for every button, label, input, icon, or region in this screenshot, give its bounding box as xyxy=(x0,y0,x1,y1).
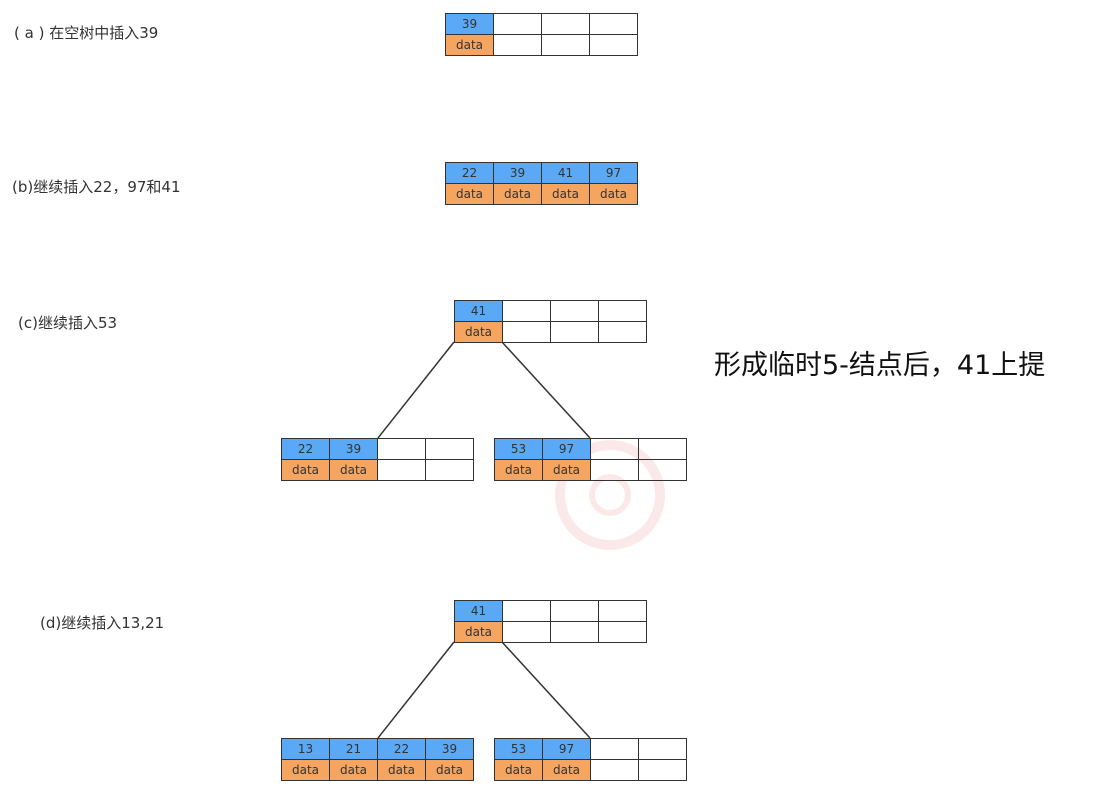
empty-key-cell xyxy=(377,438,426,460)
edge-d-right xyxy=(501,641,591,739)
caption-d: (d)继续插入13,21 xyxy=(40,614,165,632)
empty-data-cell xyxy=(598,621,647,643)
data-cell: data xyxy=(454,321,503,343)
key-cell: 53 xyxy=(494,438,543,460)
empty-data-cell xyxy=(638,759,687,781)
data-cell: data xyxy=(377,759,426,781)
key-cell: 53 xyxy=(494,738,543,760)
data-cell: data xyxy=(329,759,378,781)
data-cell: data xyxy=(281,459,330,481)
data-cell: data xyxy=(454,621,503,643)
data-cell: data xyxy=(493,183,542,205)
empty-data-cell xyxy=(425,459,474,481)
key-cell: 22 xyxy=(377,738,426,760)
split-note: 形成临时5-结点后，41上提 xyxy=(714,350,1046,381)
key-cell: 39 xyxy=(329,438,378,460)
data-cell: data xyxy=(542,759,591,781)
key-cell: 41 xyxy=(541,162,590,184)
key-cell: 97 xyxy=(542,738,591,760)
empty-data-cell xyxy=(550,621,599,643)
empty-data-cell xyxy=(377,459,426,481)
empty-key-cell xyxy=(589,13,638,35)
empty-data-cell xyxy=(638,459,687,481)
empty-data-cell xyxy=(541,34,590,56)
data-cell: data xyxy=(329,459,378,481)
empty-data-cell xyxy=(598,321,647,343)
empty-key-cell xyxy=(541,13,590,35)
empty-key-cell xyxy=(502,300,551,322)
key-cell: 97 xyxy=(589,162,638,184)
key-cell: 41 xyxy=(454,300,503,322)
empty-key-cell xyxy=(638,738,687,760)
data-cell: data xyxy=(494,759,543,781)
empty-data-cell xyxy=(502,321,551,343)
key-cell: 39 xyxy=(493,162,542,184)
empty-key-cell xyxy=(493,13,542,35)
caption-a: ( a ) 在空树中插入39 xyxy=(14,24,159,42)
key-cell: 39 xyxy=(445,13,494,35)
key-cell: 41 xyxy=(454,600,503,622)
empty-key-cell xyxy=(590,438,639,460)
empty-key-cell xyxy=(590,738,639,760)
key-cell: 13 xyxy=(281,738,330,760)
data-cell: data xyxy=(542,459,591,481)
key-cell: 39 xyxy=(425,738,474,760)
empty-key-cell xyxy=(598,300,647,322)
empty-key-cell xyxy=(550,300,599,322)
empty-data-cell xyxy=(502,621,551,643)
data-cell: data xyxy=(425,759,474,781)
data-cell: data xyxy=(445,183,494,205)
key-cell: 21 xyxy=(329,738,378,760)
edge-d-left xyxy=(377,641,455,739)
empty-data-cell xyxy=(493,34,542,56)
empty-data-cell xyxy=(550,321,599,343)
empty-key-cell xyxy=(638,438,687,460)
empty-data-cell xyxy=(590,459,639,481)
data-cell: data xyxy=(541,183,590,205)
empty-data-cell xyxy=(589,34,638,56)
edge-c-right xyxy=(501,341,591,439)
edge-c-left xyxy=(377,341,455,439)
data-cell: data xyxy=(494,459,543,481)
key-cell: 22 xyxy=(445,162,494,184)
caption-c: (c)继续插入53 xyxy=(18,314,118,332)
caption-b: (b)继续插入22，97和41 xyxy=(12,178,181,196)
empty-key-cell xyxy=(550,600,599,622)
key-cell: 97 xyxy=(542,438,591,460)
data-cell: data xyxy=(281,759,330,781)
empty-key-cell xyxy=(425,438,474,460)
key-cell: 22 xyxy=(281,438,330,460)
data-cell: data xyxy=(445,34,494,56)
empty-key-cell xyxy=(502,600,551,622)
empty-data-cell xyxy=(590,759,639,781)
data-cell: data xyxy=(589,183,638,205)
empty-key-cell xyxy=(598,600,647,622)
